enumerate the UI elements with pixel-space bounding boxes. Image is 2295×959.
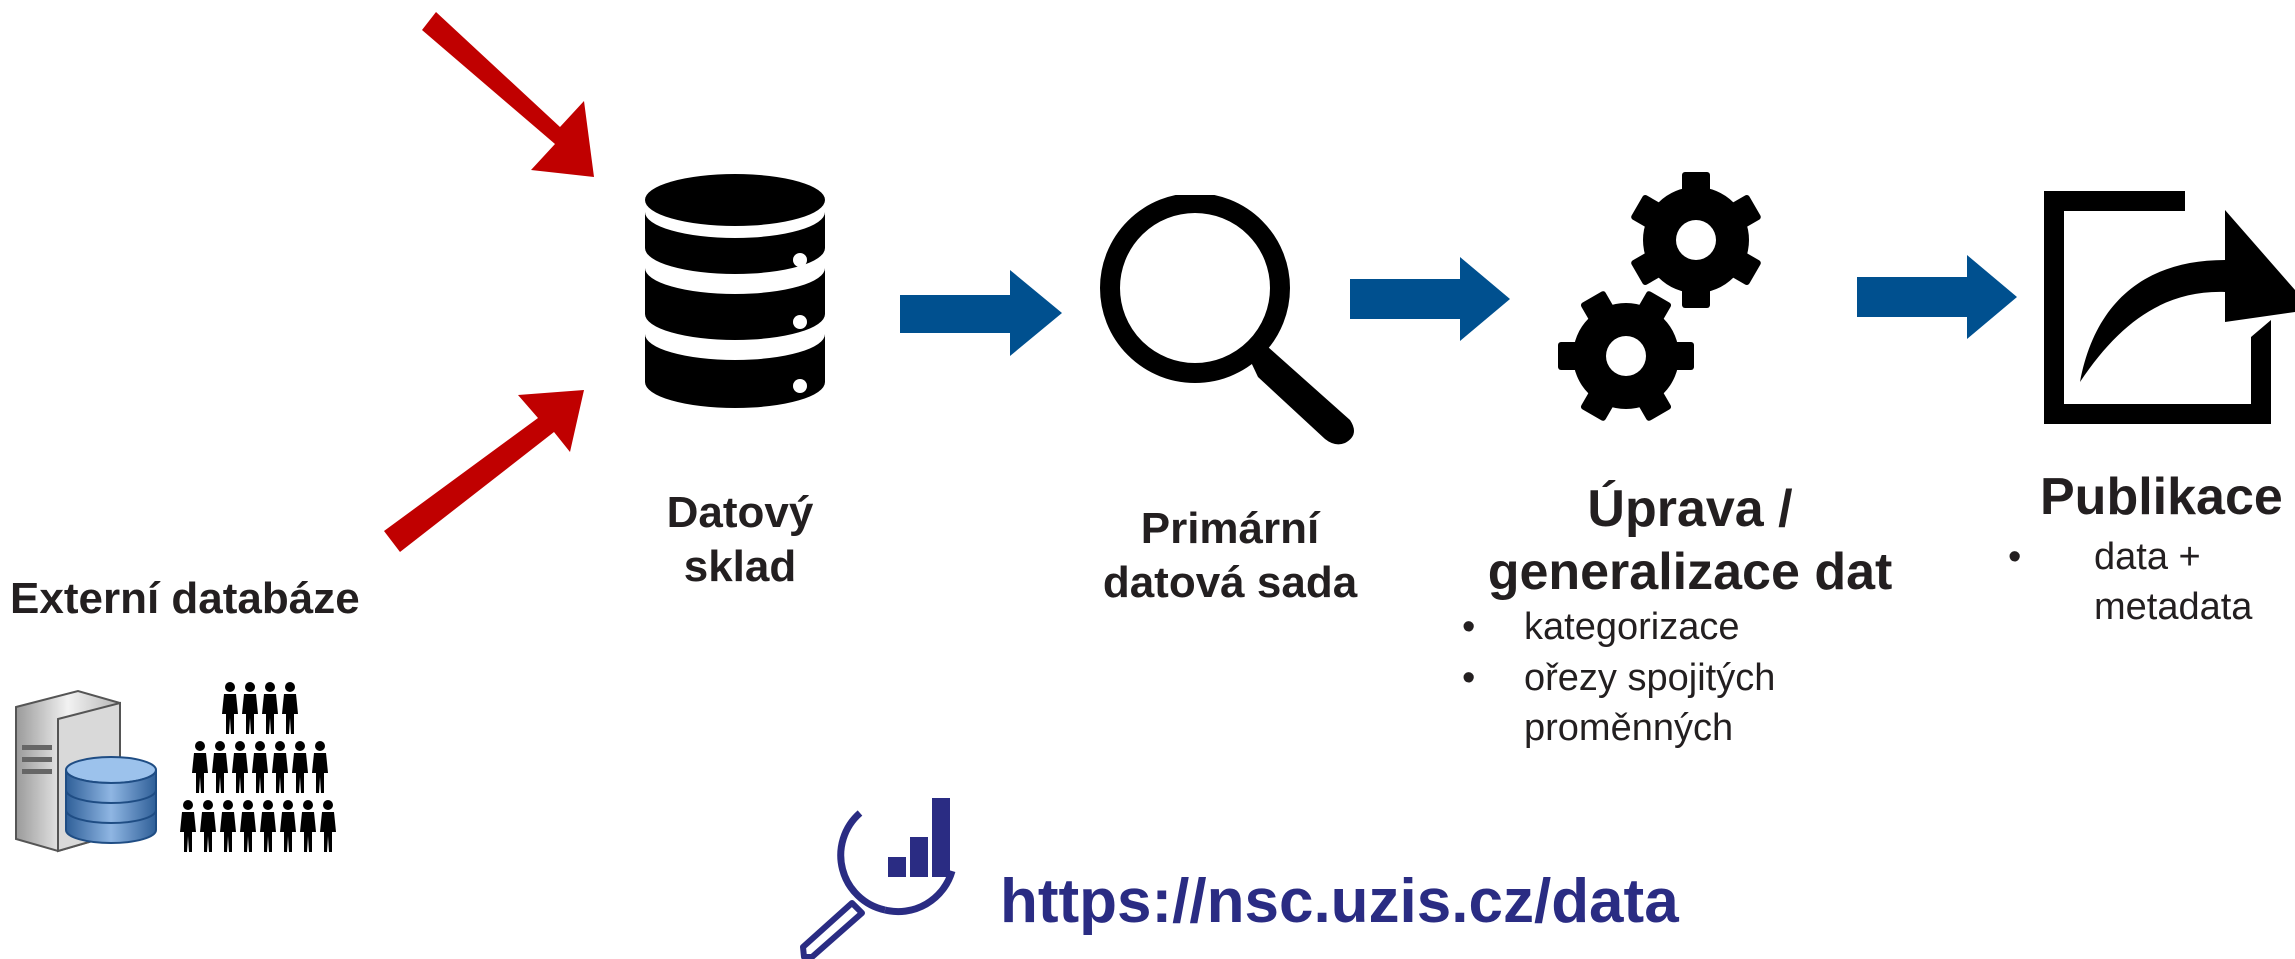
sources-label: Externí databáze (10, 574, 360, 623)
blue-arrow-1 (900, 270, 1062, 356)
bullet-item: kategorizace (1462, 602, 1882, 653)
blue-arrow-2 (1350, 257, 1510, 341)
gears-icon (1558, 172, 1761, 421)
bullet-item: ořezy spojitých proměnných (1462, 653, 1882, 754)
step-primarni-datova-sada-label: Primární datová sada (1102, 504, 1358, 607)
share-export-icon (2044, 191, 2295, 424)
bullet-item: data + metadata (2008, 532, 2283, 632)
server-database-icon (15, 689, 157, 853)
step-publikace-bullets: data + metadata (2008, 532, 2283, 632)
footer-url-link[interactable]: https://nsc.uzis.cz/data (1000, 867, 1679, 936)
database-icon (645, 174, 825, 408)
magnifier-icon (1100, 195, 1354, 445)
nsc-logo-icon (800, 798, 956, 959)
step-uprava-label: Úprava / generalizace dat (1440, 478, 1940, 605)
step-datovy-sklad-label: Datový sklad (666, 488, 814, 591)
population-pyramid-icon (180, 682, 336, 852)
step-uprava-line2: generalizace dat (1487, 543, 1893, 602)
blue-arrow-3 (1857, 255, 2017, 339)
step-uprava-bullets: kategorizace ořezy spojitých proměnných (1462, 602, 1882, 754)
step-publikace-label: Publikace (2040, 468, 2283, 526)
step-uprava-line1: Úprava / (1587, 480, 1793, 538)
